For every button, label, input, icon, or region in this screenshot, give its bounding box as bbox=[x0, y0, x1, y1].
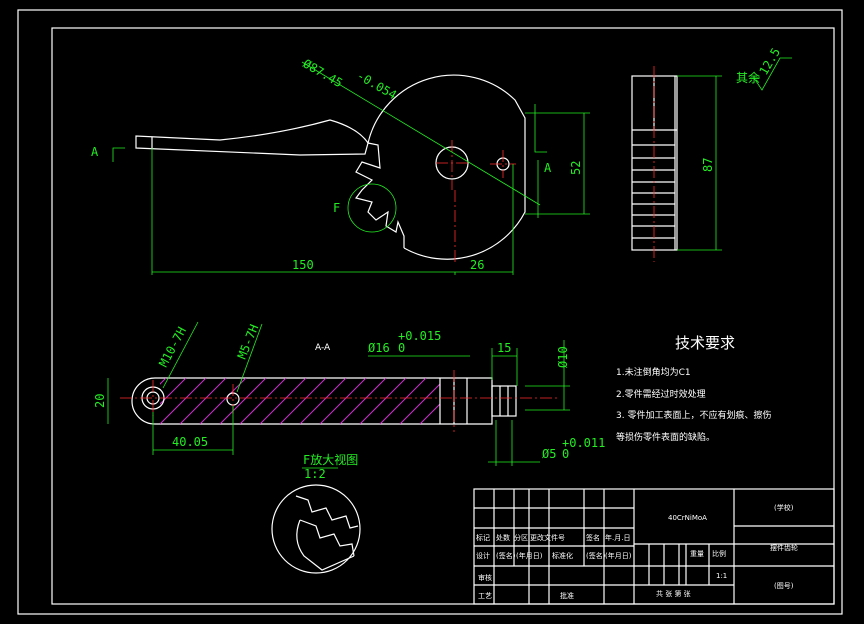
tb-d-5: (年月日) bbox=[605, 551, 632, 560]
dim-d10: Ø10 bbox=[556, 346, 570, 368]
detail-view bbox=[271, 484, 361, 574]
tech-item-1: 1.未注倒角均为C1 bbox=[616, 366, 691, 378]
tb-sheet: 共 张 第 张 bbox=[656, 589, 691, 598]
side-dim-height: 87 bbox=[701, 158, 715, 172]
tb-part-name: 摆件齿轮 bbox=[770, 543, 798, 552]
inner-frame bbox=[51, 27, 835, 605]
dim-bore-tol: +0.015 bbox=[398, 329, 441, 343]
detail-scale: 1:2 bbox=[304, 467, 326, 481]
outer-frame bbox=[17, 9, 843, 615]
dim-thread2: M5-7H bbox=[235, 322, 262, 361]
dim-small-bore: Ø5 bbox=[542, 447, 556, 461]
tb-h-0: 标记 bbox=[476, 533, 490, 542]
gear-sector bbox=[367, 74, 526, 260]
dim-small-bore-tol2: 0 bbox=[562, 447, 569, 461]
dim-length: 150 bbox=[292, 258, 314, 272]
roughness-symbol bbox=[753, 57, 792, 91]
lever-arm bbox=[135, 119, 369, 156]
tb-d-1: (签名) bbox=[496, 551, 516, 560]
dim-spacing: 40.05 bbox=[172, 435, 208, 449]
detail-mark-f: F bbox=[333, 201, 340, 215]
section-mark-right: A bbox=[544, 161, 552, 175]
dim-diameter: Ø87.45 bbox=[301, 56, 346, 90]
tb-h-1: 处数 bbox=[496, 533, 510, 542]
dim-thread1: M10-7H bbox=[156, 325, 189, 370]
dim-height-20: 20 bbox=[93, 394, 107, 408]
tech-item-2: 2.零件需经过时效处理 bbox=[616, 388, 706, 400]
side-teeth-lines bbox=[632, 144, 675, 239]
dim-bore-tol2: 0 bbox=[398, 341, 405, 355]
side-view bbox=[631, 57, 792, 262]
section-view bbox=[107, 321, 570, 466]
tb-scale-label: 比例 bbox=[712, 549, 726, 558]
tb-d-4: (签名) bbox=[586, 551, 606, 560]
tb-approve: 批准 bbox=[560, 591, 574, 600]
tb-process: 工艺 bbox=[478, 592, 492, 600]
title-block bbox=[473, 488, 835, 605]
section-mark-left: A bbox=[91, 145, 99, 159]
main-view bbox=[112, 61, 590, 275]
tb-scale-value: 1:1 bbox=[716, 572, 727, 580]
tb-d-3: 标准化 bbox=[552, 551, 573, 560]
section-title: A-A bbox=[315, 343, 331, 353]
tb-review: 审核 bbox=[478, 573, 492, 582]
tb-h-3: 更改文件号 bbox=[530, 533, 565, 542]
tb-h-5: 年.月.日 bbox=[605, 533, 630, 542]
roughness-value: 12.5 bbox=[756, 45, 783, 77]
dim-height-52: 52 bbox=[569, 161, 583, 175]
dim-bore: Ø16 bbox=[368, 341, 390, 355]
tb-school: (学校) bbox=[774, 503, 794, 512]
dim-offset: 26 bbox=[470, 258, 484, 272]
detail-circle-f bbox=[347, 183, 397, 233]
tech-item-3: 3. 零件加工表面上，不应有划痕、擦伤 bbox=[616, 409, 771, 421]
dim-width: 15 bbox=[497, 341, 511, 355]
tech-item-4: 等损伤零件表面的缺陷。 bbox=[616, 431, 715, 443]
detail-title: F放大视图 bbox=[303, 452, 358, 467]
tb-weight-label: 重量 bbox=[690, 550, 704, 558]
gear-teeth bbox=[354, 142, 405, 248]
tb-h-4: 签名 bbox=[586, 533, 600, 542]
roughness-note: 其余 bbox=[736, 70, 760, 85]
tb-material: 40CrNiMoA bbox=[668, 514, 707, 522]
dim-small-bore-tol: +0.011 bbox=[562, 436, 605, 450]
tech-title: 技术要求 bbox=[675, 334, 735, 352]
tb-drawing-no: (图号) bbox=[774, 582, 794, 590]
tb-d-2: (年月日) bbox=[516, 551, 543, 560]
tb-h-2: 分区 bbox=[514, 533, 528, 542]
tb-d-0: 设计 bbox=[476, 551, 490, 560]
